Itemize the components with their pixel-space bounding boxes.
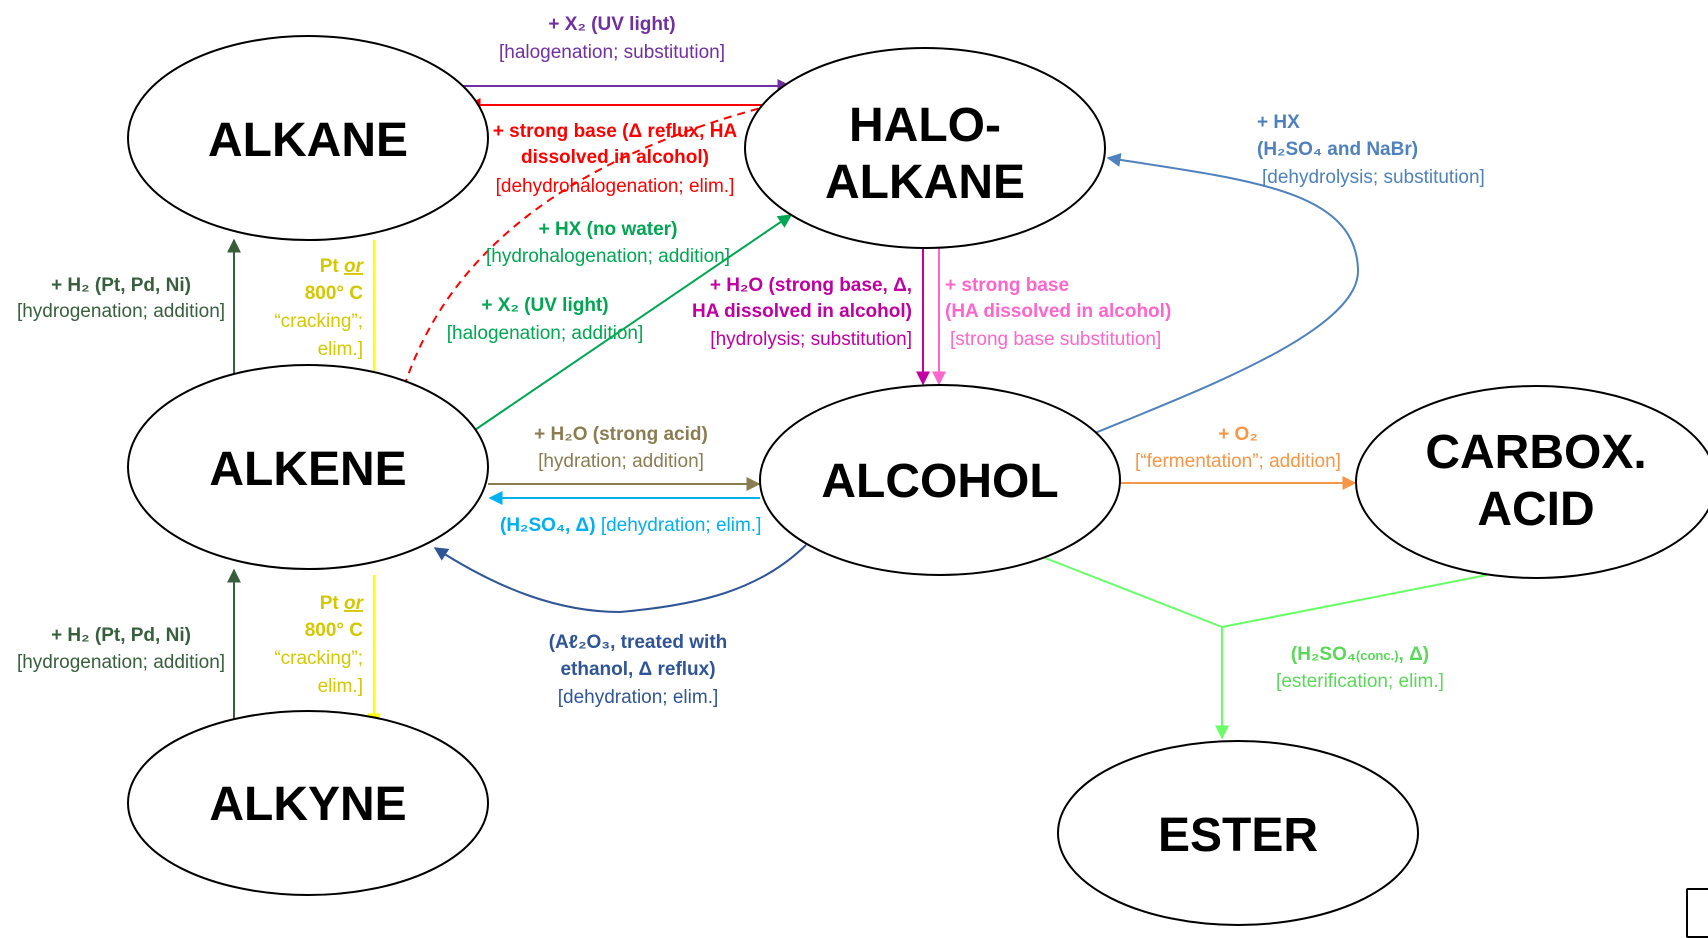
node-alcohol-label: ALCOHOL [821, 455, 1058, 508]
label-esterification-reagent: (H₂SO₄(conc.), Δ) [1291, 644, 1429, 665]
label-alcohol-halo-reagent: + HX [1257, 112, 1300, 133]
node-alkane: ALKANE [127, 35, 489, 241]
label-halo-alkene-line1: + strong base (Δ reflux, HA [493, 121, 738, 142]
label-alcohol-acid-type: [“fermentation”; addition] [1135, 451, 1341, 472]
label-cracking-bottom-line1: Pt or [320, 593, 365, 614]
label-halo-alcohol-base-type: [strong base substitution] [950, 329, 1161, 350]
label-halo-alcohol-h2o-line2: HA dissolved in alcohol) [692, 301, 912, 322]
node-alkene-label: ALKENE [209, 443, 406, 496]
corner-frame [1686, 888, 1708, 938]
label-alcohol-alkene-acid: (H₂SO₄, Δ) [dehydration; elim.] [500, 515, 761, 536]
arrows [227, 79, 1488, 740]
arrow-alcohol-to-haloalkane [1094, 153, 1360, 434]
label-alcohol-acid-reagent: + O₂ [1218, 424, 1258, 445]
label-halo-alcohol-base-line1: + strong base [945, 275, 1069, 296]
label-esterification-type: [esterification; elim.] [1276, 671, 1444, 692]
label-alkene-alcohol-type: [hydration; addition] [538, 451, 704, 472]
label-alcohol-halo-type: [dehydrolysis; substitution] [1262, 167, 1485, 188]
label-alkene-halo-x2-type: [halogenation; addition] [447, 323, 644, 344]
label-alkene-alkane-type: [hydrogenation; addition] [17, 301, 225, 322]
label-alkene-halo-hx-reagent: + HX (no water) [539, 219, 678, 240]
label-alkene-alkane-reagent: + H₂ (Pt, Pd, Ni) [51, 275, 191, 296]
label-alkane-halo-reagent: + X₂ (UV light) [548, 14, 675, 35]
label-halo-alkene-line2: dissolved in alcohol) [521, 147, 709, 168]
label-alcohol-alkene-alumina-type: [dehydration; elim.] [558, 687, 719, 708]
arrow-haloalkane-to-alkene-dashed [396, 104, 773, 402]
arrow-alcohol-to-alkene-alumina [433, 544, 807, 614]
label-alcohol-alkene-alumina-line2: ethanol, Δ reflux) [560, 659, 715, 680]
label-alkene-alcohol-reagent: + H₂O (strong acid) [534, 424, 708, 445]
node-alkene: ALKENE [127, 364, 489, 570]
node-haloalkane-label-1: HALO- [849, 99, 1001, 152]
node-ester: ESTER [1057, 740, 1419, 926]
node-alcohol: ALCOHOL [759, 384, 1121, 576]
node-alkyne-label: ALKYNE [209, 778, 406, 831]
label-alkene-halo-hx-type: [hydrohalogenation; addition] [486, 246, 730, 267]
label-halo-alcohol-h2o-type: [hydrolysis; substitution] [710, 329, 912, 350]
label-alkene-halo-x2-reagent: + X₂ (UV light) [481, 295, 608, 316]
label-halo-alkene-type: [dehydrohalogenation; elim.] [496, 176, 735, 197]
label-halo-alcohol-base-line2: (HA dissolved in alcohol) [945, 301, 1171, 322]
node-haloalkane: HALO- ALKANE [744, 47, 1106, 249]
node-carbox-acid-label-1: CARBOX. [1425, 426, 1646, 479]
label-cracking-bottom-type1: “cracking”; [274, 648, 363, 669]
label-alcohol-halo-condition: (H₂SO₄ and NaBr) [1257, 139, 1418, 160]
arrow-alkene-to-haloalkane [465, 214, 793, 437]
arrow-esterification [1044, 557, 1488, 740]
label-alcohol-alkene-alumina-line1: (Aℓ₂O₃, treated with [549, 632, 728, 653]
label-cracking-top-line1: Pt or [320, 256, 365, 277]
label-alkane-halo-type: [halogenation; substitution] [499, 42, 725, 63]
label-cracking-bottom-temp: 800° C [305, 620, 364, 641]
label-cracking-top-type1: “cracking”; [274, 311, 363, 332]
label-alkyne-alkene-reagent: + H₂ (Pt, Pd, Ni) [51, 625, 191, 646]
node-carbox-acid-label-2: ACID [1477, 483, 1594, 536]
label-halo-alcohol-h2o-line1: + H₂O (strong base, Δ, [710, 275, 912, 296]
node-ester-label: ESTER [1158, 809, 1318, 862]
label-cracking-bottom-type2: elim.] [318, 676, 363, 697]
label-cracking-top-temp: 800° C [305, 283, 364, 304]
node-carbox-acid: CARBOX. ACID [1355, 385, 1708, 579]
label-cracking-top-type2: elim.] [318, 339, 363, 360]
node-haloalkane-label-2: ALKANE [825, 156, 1025, 209]
label-alkyne-alkene-type: [hydrogenation; addition] [17, 652, 225, 673]
node-alkyne: ALKYNE [127, 710, 489, 896]
node-alkane-label: ALKANE [208, 114, 408, 167]
